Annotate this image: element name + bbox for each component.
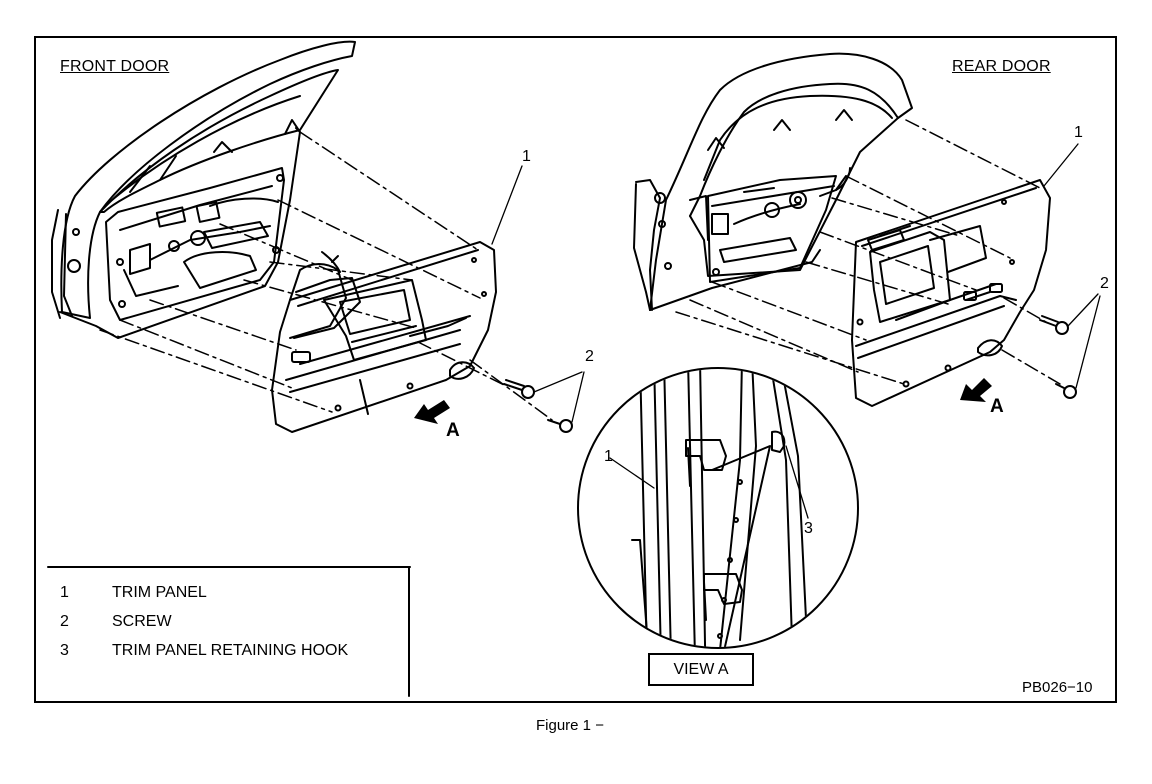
front-alignment-lines [99,131,553,421]
figure-caption: Figure 1 − [536,717,604,734]
view-callout-1: 1 [604,448,613,465]
legend-frame [47,566,411,697]
legend-text: SCREW [112,613,172,630]
reference-code: PB026−10 [1022,679,1093,696]
rear-callout-1: 1 [1074,124,1083,141]
front-door-frame [51,40,356,339]
view-a-label: VIEW A [648,653,754,686]
legend-number: 2 [60,613,69,630]
front-arrow-a [414,400,450,424]
front-trim-panel [271,241,497,433]
rear-callout-2: 2 [1100,275,1109,292]
view-leader-1 [609,457,655,489]
rear-door-frame [633,52,913,311]
front-leader-1 [491,165,523,245]
front-callout-2: 2 [585,348,594,365]
front-callout-a: A [446,420,460,441]
rear-callout-a: A [990,396,1004,417]
legend-text: TRIM PANEL [112,584,207,601]
front-door-label: FRONT DOOR [60,58,170,75]
view-leader-3 [785,445,809,519]
rear-trim-panel [851,179,1051,407]
rear-door-label: REAR DOOR [952,58,1051,75]
view-callout-3: 3 [804,520,813,537]
front-screws [503,371,585,433]
rear-alignment-lines [675,119,1061,385]
rear-leader-1 [1043,143,1079,187]
legend-text: TRIM PANEL RETAINING HOOK [112,642,349,659]
front-callout-1: 1 [522,148,531,165]
figure-frame [34,36,1117,703]
rear-screws [1039,293,1101,399]
view-a-detail [577,367,859,649]
rear-arrow-a [960,378,992,402]
legend-number: 3 [60,642,69,659]
legend-number: 1 [60,584,69,601]
